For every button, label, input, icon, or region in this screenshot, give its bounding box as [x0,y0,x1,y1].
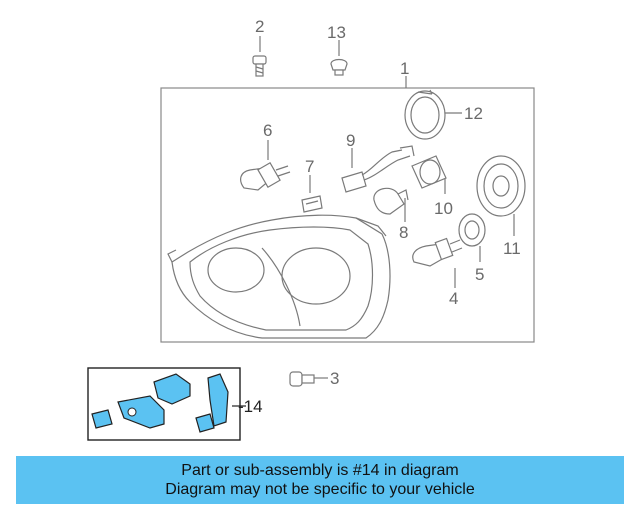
bolt-3-icon [289,371,315,387]
callout-4: 4 [449,289,458,308]
callout-14: -14 [238,397,263,416]
ring-12-icon [404,89,446,140]
callout-5: 5 [475,265,484,284]
screw-2-icon [252,55,267,77]
socket-10-icon [411,155,447,189]
bulb-8-icon [373,187,409,215]
headlamp-assembly-box [160,87,535,343]
cap-5-icon [458,213,486,247]
callout-10: 10 [434,199,453,218]
callout-7: 7 [305,157,314,176]
callout-12: 12 [464,104,483,123]
socket-9-icon [341,145,415,193]
callout-6: 6 [263,121,272,140]
bulb-6-icon [240,162,291,191]
callout-3: 3 [330,369,339,388]
repair-kit-14-highlight [91,373,229,433]
headlamp-housing [167,214,391,339]
info-banner: Part or sub-assembly is #14 in diagram D… [16,456,624,504]
callout-13: 13 [327,23,346,42]
clip-13-icon [330,58,348,76]
repair-kit-box [87,367,241,441]
callout-1: 1 [400,59,409,78]
banner-line-2: Diagram may not be specific to your vehi… [165,481,475,498]
parts-diagram: .ln { stroke: #7a7a7a; stroke-width: 1.2… [87,17,535,441]
callout-9: 9 [346,131,355,150]
bulb-7-icon [301,195,323,213]
callout-11: 11 [503,239,521,258]
callout-8: 8 [399,223,408,242]
bulb-4-icon [412,237,463,267]
callout-2: 2 [255,17,264,36]
cap-11-icon [476,155,526,217]
banner-line-1: Part or sub-assembly is #14 in diagram [181,462,459,479]
